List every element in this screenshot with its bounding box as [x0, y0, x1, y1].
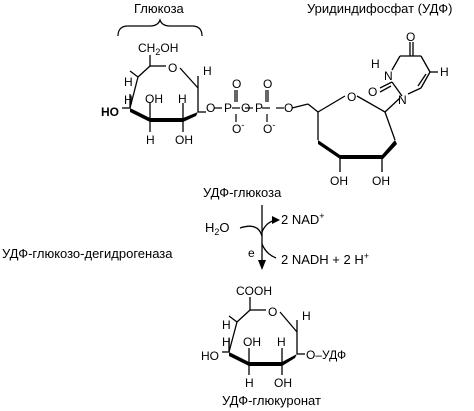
p2-oxygen-down: O-	[263, 120, 275, 136]
glucuronate-h-c4: H	[222, 335, 231, 349]
cooh-text: COOH	[236, 284, 272, 298]
glucose-label: Глюкоза	[134, 1, 185, 16]
diphosphate-bridge	[214, 90, 309, 122]
glucuronate-atoms: COOH O H H H OH HO H H OH O–УДФ	[201, 284, 346, 390]
glucose-h-c5: H	[124, 75, 133, 89]
glucose-h-c3: H	[146, 133, 155, 147]
glucuronate-h-c2: H	[277, 335, 286, 349]
nadh-label: 2 NADH + 2 H+	[281, 251, 369, 267]
ribose-ring	[307, 95, 401, 172]
glucose-h-c4-top: H	[124, 93, 133, 107]
glucose-ho-c4: HO	[101, 105, 119, 119]
glucose-oh-c3: OH	[145, 92, 163, 106]
glucuronate-o-udp: O–УДФ	[306, 348, 346, 362]
uracil-h5: H	[440, 65, 449, 79]
uracil-atoms: O N H O N H	[368, 30, 449, 107]
glucose-ring-front-edge	[130, 108, 198, 122]
ch2oh-text: CH2OH	[138, 41, 178, 57]
glucose-brace	[117, 18, 203, 37]
water-label: H2O	[205, 220, 230, 237]
link-oxygen-1: O	[206, 101, 215, 115]
uracil-oxygen-left: O	[368, 85, 377, 99]
glucose-atoms: CH2OH O H H H OH HO H H OH	[101, 41, 212, 147]
glucose-ring-oxygen: O	[168, 61, 177, 75]
ribose-oxygen: O	[347, 90, 356, 104]
p1-oxygen-up: O	[232, 77, 241, 91]
electron-label: e	[248, 246, 255, 260]
glucuronate-h-c5: H	[222, 318, 231, 332]
reaction-arrows	[239, 205, 277, 262]
glucuronate-ho-c4: HO	[201, 349, 219, 363]
link-oxygen-3: O	[284, 101, 293, 115]
uracil-oxygen-top: O	[406, 30, 415, 44]
glucose-h-c1: H	[203, 64, 212, 78]
glucose-oh-c2: OH	[175, 133, 193, 147]
nad-arrowhead	[272, 216, 280, 224]
glucose-h-c2: H	[178, 92, 187, 106]
diphosphate-atoms: O O P O- O O P O- O	[206, 77, 293, 136]
product-label: УДФ-глюкуронат	[222, 393, 321, 408]
reaction-labels: H2O 2 NAD+ e 2 NADH + 2 H+ УДФ-глюкозо-д…	[2, 211, 369, 267]
uracil-nh-nitrogen: N	[384, 69, 393, 83]
nad-label: 2 NAD+	[281, 211, 325, 227]
enzyme-label: УДФ-глюкозо-дегидрогеназа	[2, 246, 173, 261]
ribose-oh-left: OH	[330, 174, 348, 188]
glucuronate-h-c1: H	[302, 309, 311, 323]
glucuronate-oh-c3: OH	[243, 335, 261, 349]
reaction-arrowhead	[258, 260, 266, 270]
uracil-n1: N	[398, 93, 407, 107]
udp-label: Уридиндифосфат (УДФ)	[307, 1, 452, 16]
uracil-nh-hydrogen: H	[371, 57, 380, 71]
phosphorus-2: P	[255, 101, 263, 115]
glucuronate-h-c3: H	[245, 376, 254, 390]
udp-glucose-label: УДФ-глюкоза	[203, 185, 282, 200]
p2-oxygen-up: O	[263, 77, 272, 91]
glucuronate-front-edge	[229, 352, 297, 366]
glucuronate-ring-oxygen: O	[268, 305, 277, 319]
phosphorus-1: P	[224, 101, 232, 115]
ribose-oh-right: OH	[372, 174, 390, 188]
link-oxygen-2: O	[241, 101, 250, 115]
p1-oxygen-down: O-	[232, 120, 244, 136]
uracil-ring	[379, 42, 438, 97]
glucuronate-oh-c2: OH	[274, 376, 292, 390]
ribose-front-edge	[318, 140, 397, 159]
ribose-atoms: O OH OH	[330, 90, 390, 188]
